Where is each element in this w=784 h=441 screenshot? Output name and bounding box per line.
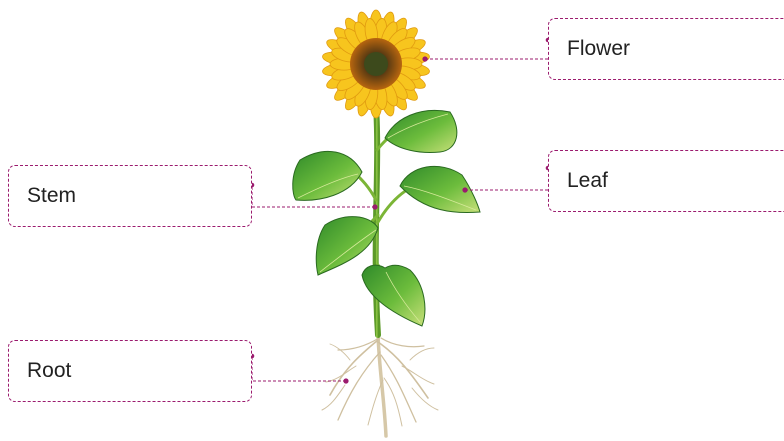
leaves — [293, 110, 480, 326]
label-box-leaf: Leaf — [548, 150, 784, 212]
label-leaf: Leaf — [549, 169, 608, 193]
roots — [322, 330, 438, 436]
label-box-flower: Flower — [548, 18, 784, 80]
sunflower-head — [322, 10, 431, 118]
label-root: Root — [9, 359, 71, 383]
label-box-stem: Stem — [8, 165, 252, 227]
label-box-root: Root — [8, 340, 252, 402]
label-flower: Flower — [549, 37, 630, 61]
label-stem: Stem — [9, 184, 76, 208]
